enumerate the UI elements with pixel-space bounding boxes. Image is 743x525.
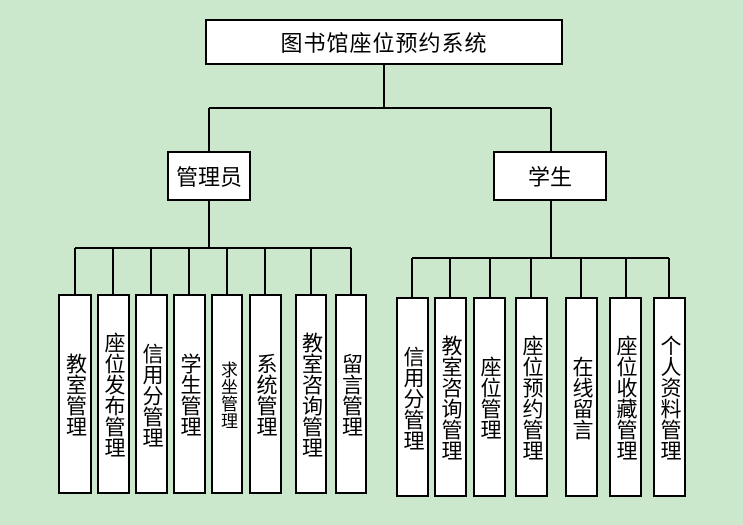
admin-module-credit: 信用分管理 <box>135 294 168 494</box>
admin-module-classroom: 教室管理 <box>58 294 92 494</box>
student-node: 学生 <box>493 151 607 201</box>
admin-module-seek-seat: 求坐管理 <box>211 294 243 494</box>
admin-module-student: 学生管理 <box>173 294 206 494</box>
admin-module-seat-publish: 座位发布管理 <box>97 294 130 494</box>
admin-node: 管理员 <box>167 151 251 201</box>
student-module-classroom-inquiry: 教室咨询管理 <box>434 297 467 497</box>
admin-module-message: 留言管理 <box>335 294 367 494</box>
root-node-system-title: 图书馆座位预约系统 <box>205 19 563 65</box>
student-module-seat: 座位管理 <box>473 297 506 497</box>
student-module-profile: 个人资料管理 <box>653 297 686 497</box>
student-module-seat-booking: 座位预约管理 <box>515 297 548 497</box>
student-module-online-message: 在线留言 <box>565 297 598 497</box>
student-module-seat-favorite: 座位收藏管理 <box>609 297 642 497</box>
admin-module-system: 系统管理 <box>249 294 282 494</box>
admin-module-classroom-inquiry: 教室咨询管理 <box>295 294 327 494</box>
student-module-credit: 信用分管理 <box>396 297 429 497</box>
